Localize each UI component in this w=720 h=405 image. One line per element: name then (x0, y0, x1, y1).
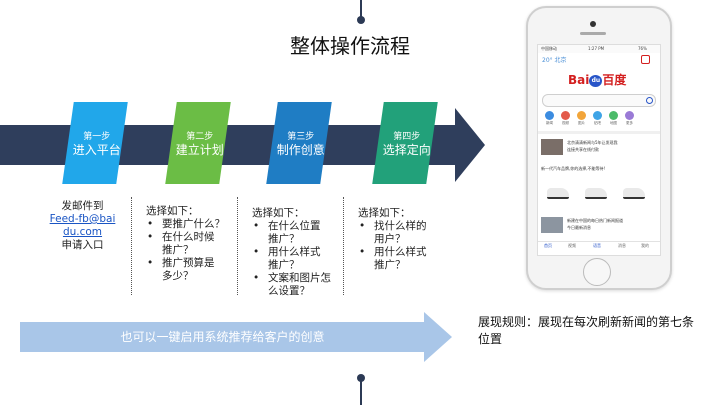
step-4-number: 第四步 (393, 132, 421, 142)
news-title: 北京清清新闻与5年让发现我 (567, 140, 618, 145)
list-item: 推广预算是多少？ (146, 257, 224, 283)
list-item: 用什么样式推广？ (252, 246, 324, 272)
news-thumbnail (541, 217, 563, 233)
step-1-name: 进入平台 (72, 143, 121, 157)
phone-tab-bar: 首页 视频 语音 消息 我的 (538, 241, 660, 255)
step-2-list: 要推广什么？ 在什么时候推广？ 推广预算是多少？ (146, 218, 236, 283)
step-1-line-3: 申请入口 (61, 239, 104, 251)
tab-profile[interactable]: 我的 (641, 243, 649, 248)
display-rule-text: 展现规则：展现在每次刷新新闻的第七条位置 (478, 315, 695, 346)
step-2-name: 建立计划 (175, 143, 224, 157)
clock-label: 1:27 PM (588, 46, 605, 51)
step-2-intro: 选择如下： (146, 205, 199, 217)
step-3-card[interactable]: 第三步 制作创意 (266, 102, 332, 184)
phone-speaker-icon (580, 32, 606, 35)
process-arrow-head (455, 108, 485, 182)
step-3-intro: 选择如下： (252, 207, 305, 219)
step-4-intro: 选择如下： (358, 207, 411, 219)
list-item: 在什么位置推广？ (252, 220, 324, 246)
shortcut-icon-row: 新闻视频图片贴吧地图更多 (542, 109, 656, 128)
tab-video[interactable]: 视频 (568, 243, 576, 248)
step-4-card[interactable]: 第四步 选择定向 (372, 102, 438, 184)
step-3-name: 制作创意 (276, 143, 325, 157)
step-4-name: 选择定向 (382, 143, 431, 157)
news-thumbnail (541, 139, 563, 155)
page-title: 整体操作流程 (290, 34, 410, 58)
column-separator (131, 197, 132, 295)
step-3-number: 第三步 (287, 132, 315, 142)
step-2-number: 第二步 (186, 132, 214, 142)
bottom-guide-dot (357, 374, 365, 382)
step-2-description: 选择如下： 要推广什么？ 在什么时候推广？ 推广预算是多少？ (146, 205, 236, 283)
news-item[interactable]: 北京清清新闻与5年让发现我 连接共享在线付款 (541, 137, 657, 163)
step-1-card[interactable]: 第一步 进入平台 (62, 102, 128, 184)
recommend-arrow-text: 也可以一键启用系统推荐给客户的创意 (120, 330, 325, 344)
phone-home-button[interactable] (583, 258, 611, 286)
list-item: 在什么时候推广？ (146, 231, 224, 257)
tab-voice[interactable]: 语音 (593, 243, 601, 248)
scan-icon[interactable] (641, 55, 650, 64)
paw-icon: du (589, 74, 603, 87)
ad-item[interactable]: 新一代汽车品牌,你的选择,不能等待! (541, 166, 657, 211)
carrier-label: 中国移动 (541, 46, 557, 51)
list-item: 找什么样的用户？ (358, 220, 430, 246)
phone-camera-icon (590, 21, 596, 27)
news-subtitle: 连接共享在线付款 (567, 147, 599, 152)
top-guide-line (360, 0, 362, 18)
step-4-description: 选择如下： 找什么样的用户？ 用什么样式推广？ (358, 207, 448, 272)
tab-home[interactable]: 首页 (544, 243, 552, 248)
map-shortcut[interactable]: 地图 (606, 111, 621, 126)
baidu-logo-part-a: Bai (568, 73, 590, 87)
step-1-description: 发邮件到 Feed-fb@baidu.com 申请入口 (40, 200, 125, 252)
list-item: 用什么样式推广？ (358, 246, 430, 272)
baidu-logo-part-c: 百度 (602, 73, 627, 87)
step-1-number: 第一步 (83, 132, 111, 142)
tieba-shortcut[interactable]: 贴吧 (590, 111, 605, 126)
news-shortcut[interactable]: 新闻 (542, 111, 557, 126)
news-title: 新建在中国的每日热门新闻报道 (567, 218, 623, 223)
list-item: 文案和图片怎么设置？ (252, 272, 334, 298)
battery-label: 76% (638, 46, 647, 51)
column-separator (343, 197, 344, 295)
step-3-list: 在什么位置推广？ 用什么样式推广？ 文案和图片怎么设置？ (252, 220, 342, 298)
image-shortcut[interactable]: 图片 (574, 111, 589, 126)
search-input[interactable] (542, 94, 656, 107)
more-shortcut[interactable]: 更多 (622, 111, 637, 126)
recommend-arrow-head (424, 312, 452, 362)
car-image (585, 188, 607, 199)
step-3-description: 选择如下： 在什么位置推广？ 用什么样式推广？ 文案和图片怎么设置？ (252, 207, 342, 298)
column-separator (237, 197, 238, 295)
bottom-guide-line (360, 378, 362, 405)
weather-label: 20° 北京 (542, 57, 567, 64)
news-item[interactable]: 新建在中国的每日热门新闻报道 今日最新消息 (541, 215, 657, 239)
phone-status-bar: 中国移动 1:27 PM 76% (538, 45, 660, 53)
divider (538, 131, 660, 134)
car-image (623, 188, 645, 199)
apply-email-link[interactable]: Feed-fb@baidu.com (49, 213, 116, 238)
tab-messages[interactable]: 消息 (618, 243, 626, 248)
step-1-line-1: 发邮件到 (61, 200, 104, 212)
ad-title: 新一代汽车品牌,你的选择,不能等待! (541, 166, 606, 171)
top-guide-dot (357, 16, 365, 24)
news-subtitle: 今日最新消息 (567, 225, 591, 230)
car-image (547, 188, 569, 199)
recommend-arrow-bar (20, 322, 425, 352)
step-4-list: 找什么样的用户？ 用什么样式推广？ (358, 220, 448, 272)
list-item: 要推广什么？ (146, 218, 236, 231)
video-shortcut[interactable]: 视频 (558, 111, 573, 126)
step-2-card[interactable]: 第二步 建立计划 (165, 102, 231, 184)
search-icon[interactable] (646, 97, 653, 104)
